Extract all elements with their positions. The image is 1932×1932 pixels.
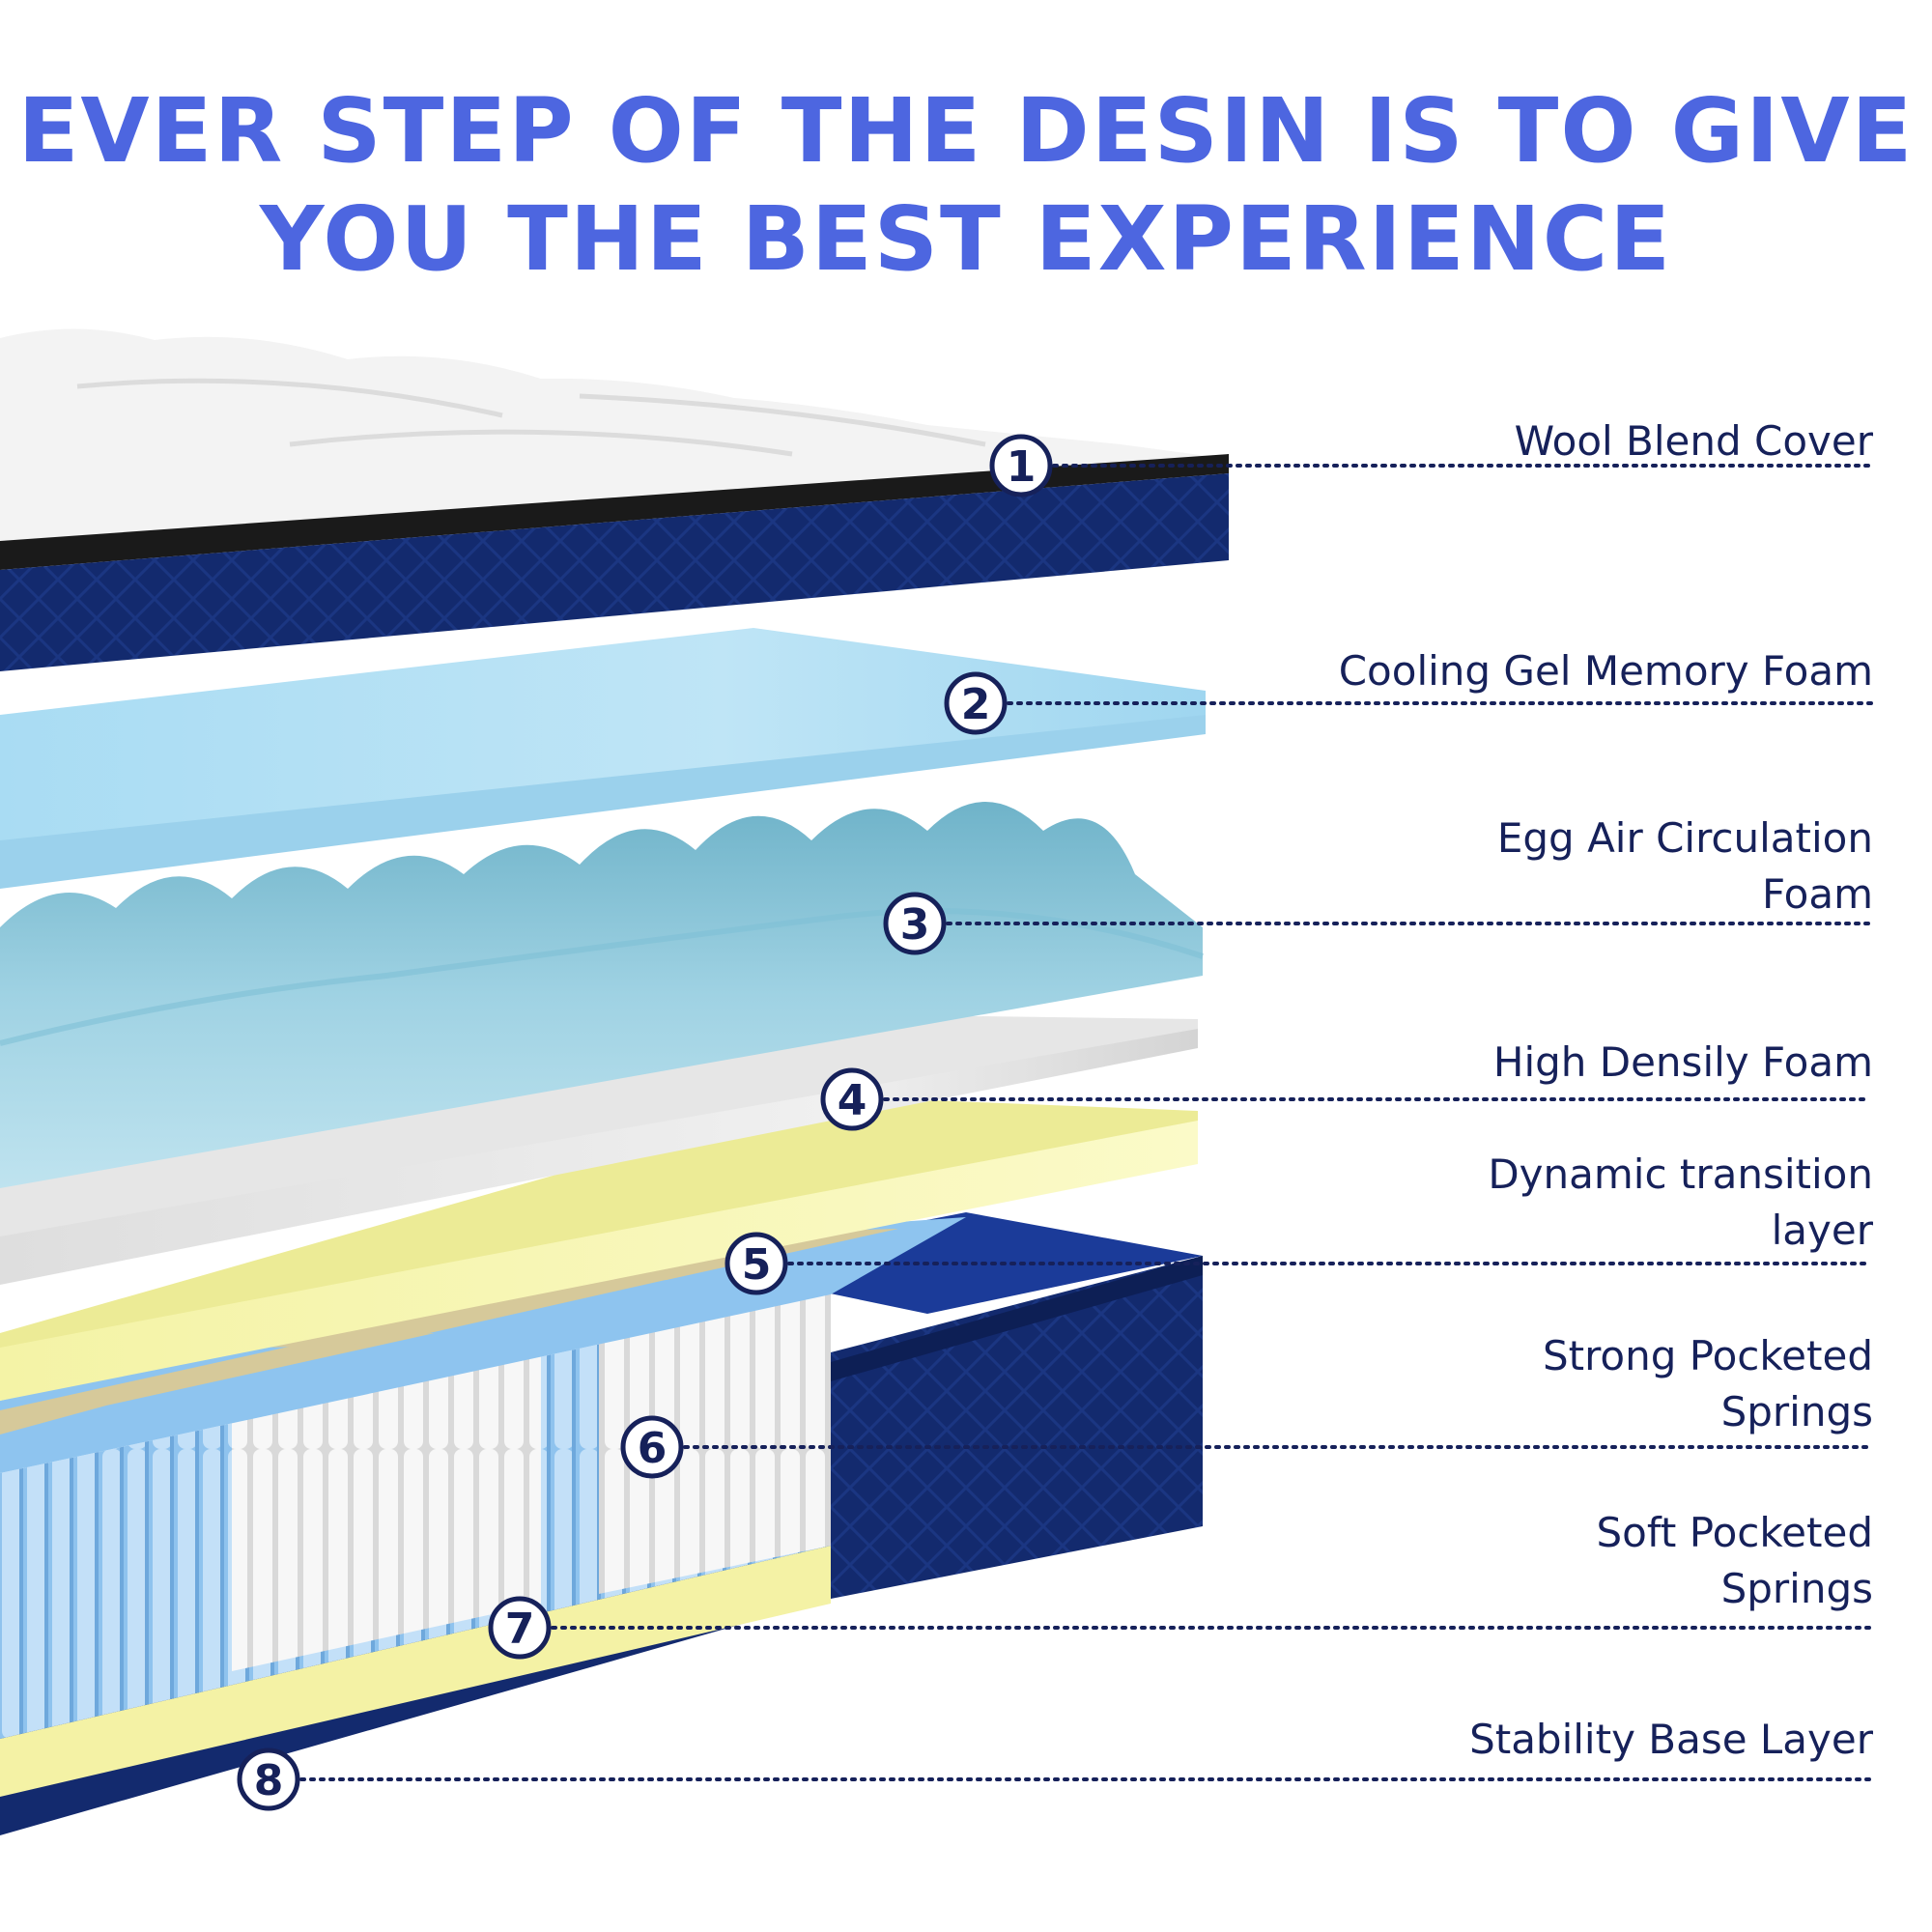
layer-1-label-line-1: Wool Blend Cover xyxy=(1514,417,1873,465)
layer-4-callout-number: 4 xyxy=(838,1076,867,1125)
layer-7-label-line-2: Springs xyxy=(1720,1565,1873,1612)
layer-5-transition-top-shape xyxy=(0,1096,1198,1348)
layer-8-callout-number: 8 xyxy=(254,1756,284,1805)
layer-8-callout-circle xyxy=(237,1747,300,1811)
layer-6-callout-circle xyxy=(620,1415,684,1479)
layer-3-label-line-1: Egg Air Circulation xyxy=(1496,814,1873,862)
layer-1-cover-navy-shape xyxy=(0,473,1229,671)
white-springs-band-shape xyxy=(232,1352,541,1671)
layer-6-callout-number: 6 xyxy=(638,1424,668,1473)
layer-7-callout-circle xyxy=(488,1596,552,1660)
headline: EVER STEP OF THE DESIN IS TO GIVE YOU TH… xyxy=(0,77,1932,294)
cover-quilt-lines xyxy=(76,378,986,457)
layer-6-label: Strong Pocketed Springs xyxy=(1543,1328,1873,1440)
egg-foam-ridges xyxy=(0,908,1204,1046)
layer-2-label-line-1: Cooling Gel Memory Foam xyxy=(1338,647,1873,695)
layer-3-callout-circle xyxy=(883,892,947,955)
layer-5-label-line-2: layer xyxy=(1771,1207,1873,1254)
headline-line-2: YOU THE BEST EXPERIENCE xyxy=(259,187,1673,291)
layer-3-label: Egg Air Circulation Foam xyxy=(1497,810,1873,923)
layer-4-label: High Densily Foam xyxy=(1493,1035,1873,1091)
layer-6-label-line-1: Strong Pocketed xyxy=(1542,1332,1873,1379)
layer-4-foam-top-shape xyxy=(0,1014,1198,1236)
layer-5-transition-shape xyxy=(0,1116,1198,1401)
side-panel-shape xyxy=(831,1256,1203,1599)
side-top-shape xyxy=(831,1256,1203,1381)
layer-6-springs-top-shape xyxy=(0,1217,966,1473)
beige-stripe-2-shape xyxy=(270,1273,696,1348)
layer-1-label: Wool Blend Cover xyxy=(1515,413,1873,469)
layer-5-label-line-1: Dynamic transition xyxy=(1488,1151,1873,1198)
layer-4-callout-circle xyxy=(820,1067,884,1131)
layer-8-label: Stability Base Layer xyxy=(1469,1712,1873,1768)
layer-2-gel-front-shape xyxy=(0,715,1206,889)
layer-5-label: Dynamic transition layer xyxy=(1488,1147,1873,1259)
white-springs-band-2-shape xyxy=(599,1294,831,1594)
layer-2-callout-number: 2 xyxy=(961,680,991,729)
layer-2-callout-circle xyxy=(944,671,1008,735)
layer-7-callout-number: 7 xyxy=(505,1605,535,1654)
layer-4-foam-shape xyxy=(0,1024,1198,1285)
layer-4-label-line-1: High Densily Foam xyxy=(1492,1038,1873,1086)
layer-1-callout-circle xyxy=(989,434,1053,497)
layer-6-label-line-2: Springs xyxy=(1720,1388,1873,1435)
layer-7-label: Soft Pocketed Springs xyxy=(1597,1505,1873,1617)
layer-8-label-line-1: Stability Base Layer xyxy=(1469,1716,1873,1763)
layer-5-callout-number: 5 xyxy=(742,1240,772,1290)
layer-3-label-line-2: Foam xyxy=(1761,870,1873,918)
headline-line-1: EVER STEP OF THE DESIN IS TO GIVE xyxy=(17,79,1915,183)
layer-1-cover-piping-shape xyxy=(0,454,1229,570)
layer-7-yellow-base-shape xyxy=(0,1546,831,1797)
layer-1-callout-number: 1 xyxy=(1007,442,1037,492)
layer-3-callout-number: 3 xyxy=(900,900,930,950)
layer-2-label: Cooling Gel Memory Foam xyxy=(1339,643,1873,699)
layer-5-callout-circle xyxy=(724,1232,788,1295)
layer-7-label-line-1: Soft Pocketed xyxy=(1596,1509,1873,1556)
